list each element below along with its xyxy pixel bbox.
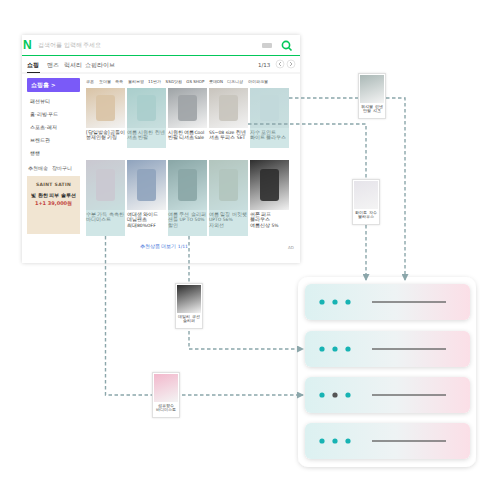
menu-item: 패션뷰티 [30, 98, 50, 104]
card-caption: 화이트 자수 블라우스 [354, 211, 378, 220]
ad-text: 빛 환한 피부 솔루션 [31, 192, 76, 199]
search-placeholder: 검색어를 입력해 주세요 [38, 42, 102, 49]
tab-label: 쇼핑 [27, 62, 39, 69]
category-link: GS SHOP [186, 79, 204, 85]
brand-logo: N [23, 38, 32, 52]
floating-card: 화이트 자수 블라우스 [352, 179, 380, 225]
product-photo [86, 88, 125, 128]
product-shape [178, 95, 198, 121]
side-link: 장바구니 [52, 166, 72, 172]
server-unit [305, 331, 470, 367]
selection-overlay [209, 160, 248, 236]
ad-text: SAINT SATIN [36, 182, 71, 189]
side-link: 추천배송 [28, 166, 48, 172]
selection-overlay [86, 160, 125, 236]
category-link: 올리브영 [128, 79, 144, 85]
product-photo [154, 374, 178, 402]
category-link: 쿠폰 [86, 79, 94, 85]
product-card: 시원한 여름Cool 반팔 티셔츠Sale [168, 88, 207, 148]
tab-label: 맨즈 [47, 62, 59, 69]
ad-mark: AD [288, 245, 294, 250]
category-link: SSG닷컴 [166, 79, 182, 85]
category-link: 아이파크몰 [248, 79, 268, 85]
button-label: 쇼핑홈 > [31, 82, 56, 89]
product-photo [177, 285, 201, 313]
server-panel [298, 277, 476, 467]
product-caption: SS~08 size 린넨 셔츠 투피스 SET [209, 130, 248, 141]
menu-item: 쌩쌩 [30, 150, 40, 156]
product-shape [96, 95, 116, 121]
ad-banner: SAINT SATIN 빛 환한 피부 솔루션1+1 39,000원 [27, 176, 80, 234]
product-photo [360, 75, 384, 103]
product-caption: 쉬폰 퍼프 블라우스 여름신상 5% [250, 212, 289, 229]
product-caption: 시원한 여름Cool 반팔 티셔츠Sale [168, 130, 207, 141]
server-unit [305, 423, 470, 459]
product-photo [354, 181, 378, 209]
tab-label: 1/13 [258, 62, 270, 69]
product-card: 자수 포인트 화이트 블라우스 [250, 88, 289, 148]
product-caption: [당일발송]곰돌이 봉제인형 키링 [86, 130, 125, 141]
menu-item: 브랜드관 [30, 137, 50, 143]
product-shape [219, 95, 239, 121]
product-card: 여름 쿠션 슬리퍼 샌들 UP TO 50% 할인 [168, 160, 207, 236]
category-link: 쏙쏙 [115, 79, 123, 85]
more-link: 추천상품 더보기 1/11 [140, 244, 188, 250]
product-card: 여름 밀짚 버킷햇 UPTO 56% 자외선 [209, 160, 248, 236]
floating-card: 섬유향수 바디미스트 [152, 372, 180, 418]
ad-text: 1+1 39,000원 [35, 200, 72, 207]
menu-item: 스포츠·레저 [30, 124, 57, 130]
card-caption: 데일리 쿠션 슬리퍼 [177, 315, 201, 324]
tab-label: 럭셔리 [64, 62, 82, 69]
category-link: 11번가 [148, 79, 161, 85]
menu-item: 홈·리빙·푸드 [30, 111, 58, 117]
product-card: 수분 가득 촉촉한 바디미스트 [86, 160, 125, 236]
product-card: [당일발송]곰돌이 봉제인형 키링 [86, 88, 125, 148]
product-card: 여름 시원한 린넨 셔츠 반팔 [127, 88, 166, 148]
search-bar: N 검색어를 입력해 주세요 [22, 35, 300, 56]
card-caption: 섬유향수 바디미스트 [154, 404, 178, 413]
tab-label: 쇼핑라이브 [85, 62, 115, 69]
product-card: SS~08 size 린넨 셔츠 투피스 SET [209, 88, 248, 148]
product-shape [260, 169, 280, 201]
browser-window: 쇼핑 맨즈 럭셔리쇼핑라이브 1/13 N 검색어를 입력해 주세요쇼핑홈 > SAINT … [22, 35, 300, 263]
floating-card: 워셔블 린넨 반팔 셔츠 [358, 73, 386, 119]
server-unit [305, 377, 470, 413]
menu-button: 쇼핑홈 > [27, 78, 80, 92]
product-photo [209, 88, 248, 128]
product-photo [250, 160, 289, 210]
selection-overlay [168, 160, 207, 236]
card-caption: 워셔블 린넨 반팔 셔츠 [360, 105, 384, 114]
category-link: 롯데ON [209, 79, 223, 85]
selection-overlay [127, 88, 166, 148]
server-unit [305, 284, 470, 320]
product-caption: 여대생 와이드 데님팬츠 최대80%OFF [127, 212, 166, 229]
selection-overlay [250, 88, 289, 148]
category-link: 오더몰 [99, 79, 111, 85]
product-card: 여대생 와이드 데님팬츠 최대80%OFF [127, 160, 166, 236]
floating-card: 데일리 쿠션 슬리퍼 [175, 283, 203, 329]
product-shape [137, 169, 157, 201]
category-bar: 쿠폰 오더몰 쏙쏙 올리브영 11번가 SSG닷컴 GS SHOP 롯데ON 디즈니샵 아이파크몰 [86, 79, 298, 85]
product-card: 쉬폰 퍼프 블라우스 여름신상 5% [250, 160, 289, 236]
product-photo [127, 160, 166, 210]
category-link: 디즈니샵 [227, 79, 243, 85]
product-photo [168, 88, 207, 128]
